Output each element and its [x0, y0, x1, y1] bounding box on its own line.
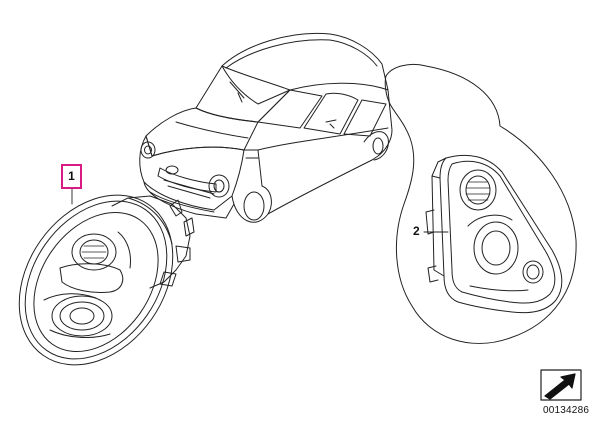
headlight-part-1 — [18, 194, 195, 366]
diagram-id-label: 00134286 — [543, 405, 590, 416]
leader-lines — [71, 188, 449, 233]
car-illustration — [139, 32, 393, 223]
callout-part-2: 2 — [413, 224, 420, 238]
callout-part-1: 1 — [61, 164, 82, 189]
detail-bubble-outline — [384, 63, 577, 344]
navigation-arrow-icon — [540, 369, 582, 401]
tail-light-part-2 — [425, 154, 563, 314]
